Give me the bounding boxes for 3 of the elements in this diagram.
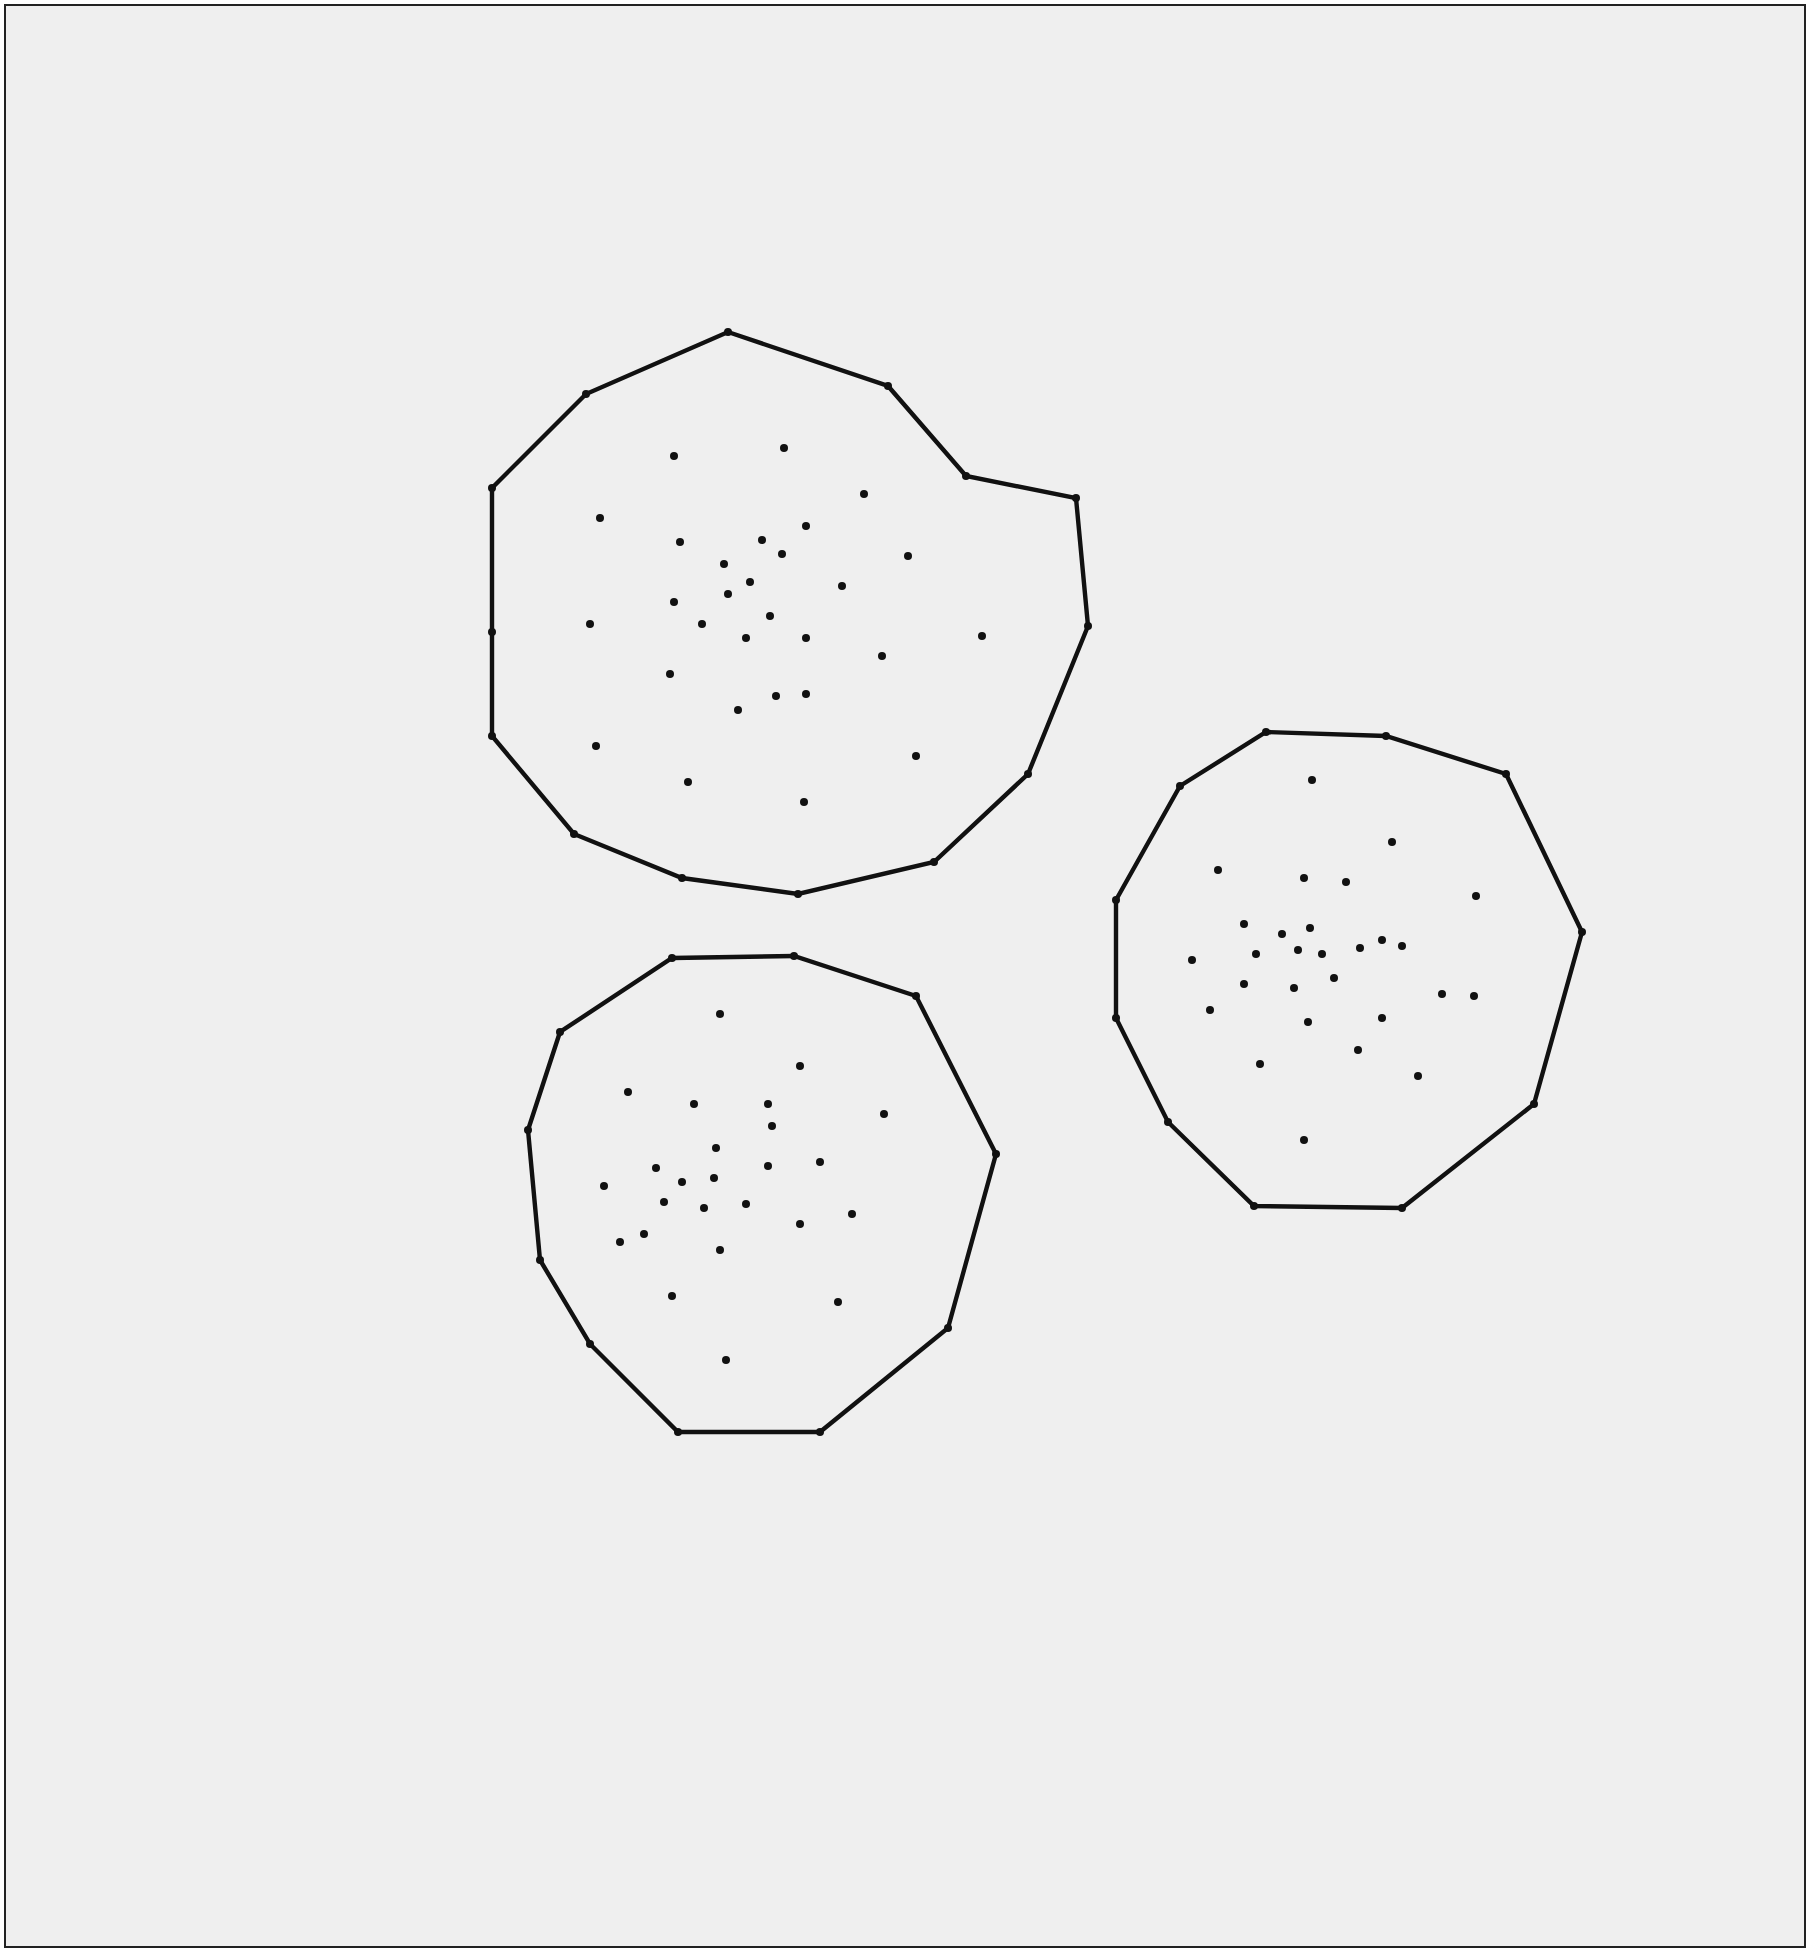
point-cluster-drawing xyxy=(490,330,1090,896)
point-cluster-drawing xyxy=(1114,730,1584,1210)
point-cluster-drawing xyxy=(526,954,998,1434)
